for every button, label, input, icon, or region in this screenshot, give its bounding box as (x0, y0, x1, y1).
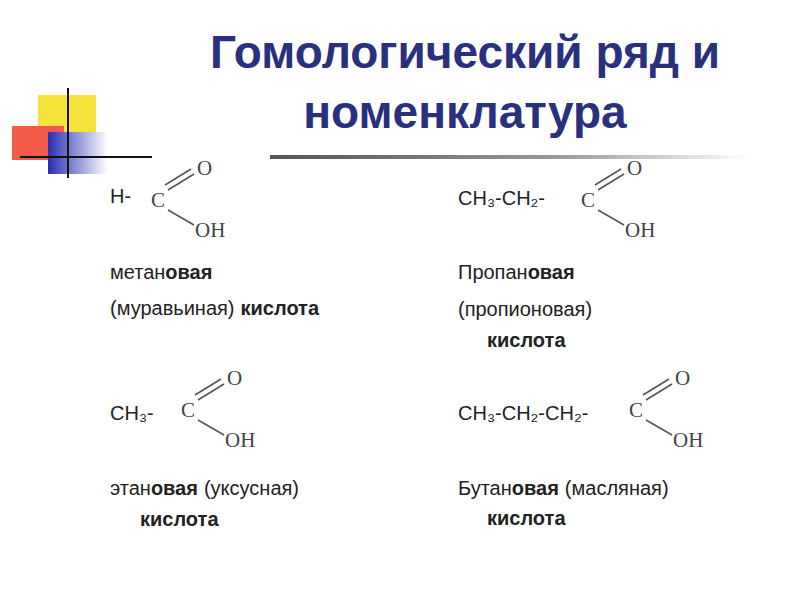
acid-name: кислота (140, 507, 219, 531)
acid-name: этановая(уксусная) (110, 476, 299, 500)
carbon-atom: C (629, 398, 643, 422)
name-part: овая (528, 260, 575, 284)
bond (195, 379, 221, 395)
bond (598, 210, 624, 225)
blue-square (48, 132, 108, 174)
carbon-atom: C (181, 398, 195, 422)
acid-name: кислота (487, 506, 566, 530)
carboxyl-group: C O OH (628, 366, 738, 461)
name-part: метан (110, 260, 165, 284)
name-part: овая (151, 476, 198, 500)
name-part: Пропан (458, 260, 528, 284)
carboxyl-group: C O OH (180, 366, 290, 461)
name-part: кислота (241, 296, 320, 320)
formula-radical: CH₃- (110, 401, 154, 425)
formula-radical: H- (110, 184, 131, 208)
oxygen-atom: O (227, 366, 242, 390)
acid-name: Бутановая(масляная) (458, 476, 669, 500)
oxygen-atom: O (197, 156, 212, 180)
bond (646, 384, 672, 400)
bond (198, 384, 224, 400)
bond (198, 420, 224, 435)
formula-radical: CH₃-CH₂-CH₂- (458, 401, 588, 425)
title-underline (270, 155, 750, 159)
carbon-atom: C (581, 188, 595, 212)
carboxyl-group: C O OH (150, 156, 260, 251)
name-part: кислота (487, 328, 566, 352)
name-part: (пропионовая) (458, 297, 592, 321)
slide-title: Гомологический ряд и номенклатура (185, 22, 745, 142)
name-part: (уксусная) (204, 476, 299, 500)
vertical-rule (67, 88, 69, 178)
name-part: (масляная) (565, 476, 669, 500)
bond (165, 169, 191, 185)
hydroxyl-group: OH (195, 218, 225, 242)
hydroxyl-group: OH (625, 218, 655, 242)
name-part: овая (512, 476, 559, 500)
name-part: этан (110, 476, 151, 500)
acid-name: метановая (110, 260, 212, 284)
bond (643, 379, 669, 395)
acid-name: Пропановая (458, 260, 575, 284)
carboxyl-group: C O OH (580, 156, 690, 251)
oxygen-atom: O (675, 366, 690, 390)
formula-radical: CH₃-CH₂- (458, 186, 545, 210)
hydroxyl-group: OH (673, 428, 703, 452)
name-part: овая (165, 260, 212, 284)
name-part: (муравьиная) (110, 296, 235, 320)
bond (168, 174, 194, 190)
hydroxyl-group: OH (225, 428, 255, 452)
carbon-atom: C (151, 188, 165, 212)
bond (646, 420, 672, 435)
oxygen-atom: O (627, 156, 642, 180)
name-part: кислота (487, 506, 566, 530)
bond (598, 174, 624, 190)
acid-name: (муравьиная)кислота (110, 296, 319, 320)
name-part: Бутан (458, 476, 512, 500)
acid-name: кислота (487, 328, 566, 352)
horizontal-rule (20, 156, 152, 158)
acid-name: (пропионовая) (458, 297, 592, 321)
name-part: кислота (140, 507, 219, 531)
bond (168, 210, 194, 225)
bond (595, 169, 621, 185)
